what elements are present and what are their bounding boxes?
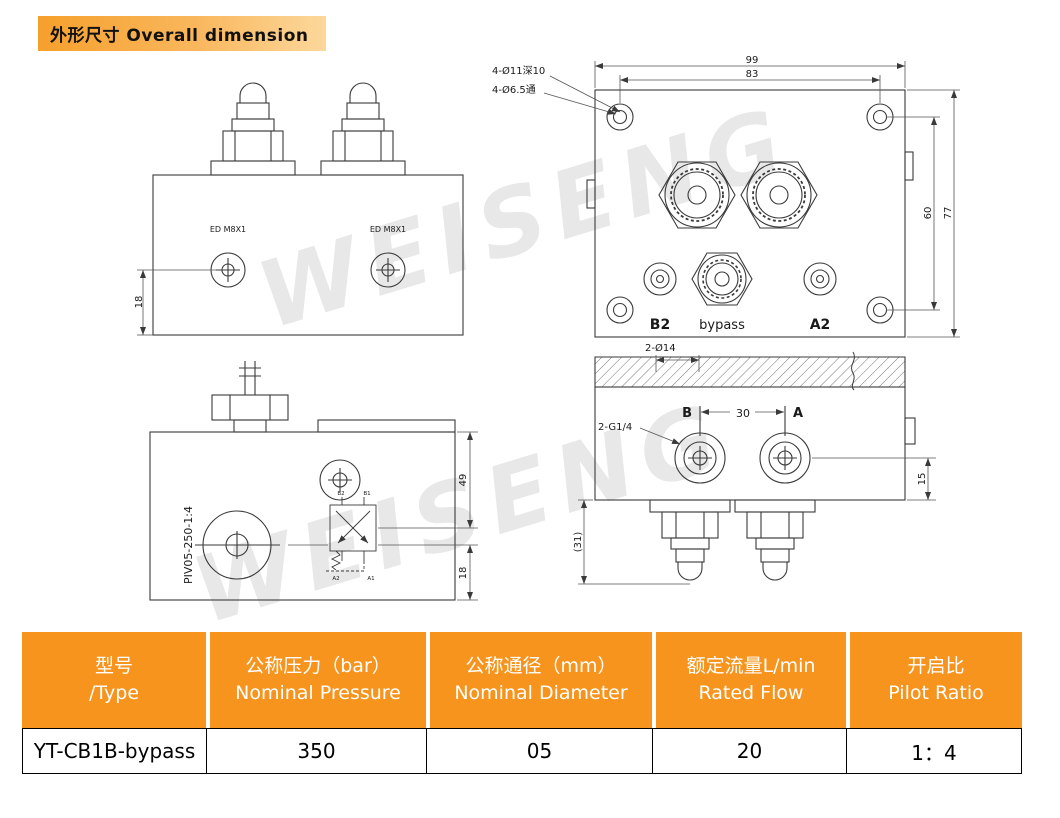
section-title: 外形尺寸 Overall dimension	[38, 16, 327, 51]
section-dim-15-label: 15	[917, 473, 928, 486]
front-dim-18-label: 18	[134, 296, 145, 309]
col-header-type-cn: 型号	[94, 655, 133, 677]
top-view-drawing: 4-Ø11深10 4-Ø6.5通 99 83 77 60 B2 bypass A…	[492, 55, 960, 338]
front-port-label-left: ED M8X1	[210, 225, 246, 234]
side-view-geometry	[149, 361, 456, 601]
top-hole-label-2: 4-Ø6.5通	[492, 84, 536, 96]
top-dim-60-label: 60	[923, 207, 934, 220]
side-dim-18-label: 18	[458, 567, 469, 580]
front-view-dimension-lines	[137, 269, 216, 336]
side-model-label: PIV05-250-1:4	[182, 506, 195, 584]
schematic-port-a1-label: A1	[367, 576, 374, 582]
cell-type: YT-CB1B-bypass	[22, 728, 206, 774]
top-port-a2-label: A2	[810, 317, 831, 333]
section-port-b-label: B	[682, 406, 692, 421]
col-header-type-en: /Type	[88, 682, 140, 704]
col-header-ratio: 开启比 Pilot Ratio	[846, 632, 1022, 728]
col-header-diameter-en: Nominal Diameter	[454, 682, 628, 704]
side-dim-49-label: 49	[458, 474, 469, 487]
section-view-dimension-lines	[578, 355, 936, 585]
cell-diameter: 05	[426, 728, 652, 774]
col-header-flow: 额定流量L/min Rated Flow	[652, 632, 846, 728]
top-view-geometry	[586, 89, 914, 338]
top-view-dimension-lines	[543, 61, 960, 338]
top-port-bypass-label: bypass	[699, 318, 745, 333]
schematic-port-b1-label: B1	[363, 491, 370, 497]
col-header-pressure-cn: 公称压力（bar）	[245, 655, 391, 677]
hydraulic-schematic	[326, 497, 377, 572]
col-header-pressure: 公称压力（bar） Nominal Pressure	[206, 632, 426, 728]
side-view-dimension-lines	[288, 431, 478, 601]
top-dim-77-label: 77	[943, 207, 954, 220]
break-line	[851, 351, 855, 391]
front-view-drawing: 18 ED M8X1 ED M8X1	[134, 82, 464, 336]
col-header-type: 型号 /Type	[22, 632, 206, 728]
col-header-flow-en: Rated Flow	[698, 682, 804, 704]
top-port-b2-label: B2	[650, 317, 670, 333]
section-view-drawing: 2-Ø14 B 30 A 2-G1/4 (31) 15	[573, 342, 936, 585]
schematic-port-b2-label: B2	[337, 491, 344, 497]
section-dim-31-label: (31)	[573, 532, 584, 553]
section-thread-label: 2-G1/4	[598, 422, 632, 433]
section-dim-30-label: 30	[736, 407, 750, 420]
col-header-ratio-cn: 开启比	[907, 655, 965, 677]
section-view-geometry	[594, 386, 916, 581]
cell-flow: 20	[652, 728, 846, 774]
top-dim-99-label: 99	[746, 55, 759, 66]
section-port-a-label: A	[793, 406, 803, 421]
col-header-diameter: 公称通径（mm） Nominal Diameter	[426, 632, 652, 728]
section-dim-2xd14-label: 2-Ø14	[645, 342, 676, 354]
col-header-pressure-en: Nominal Pressure	[235, 682, 401, 704]
front-port-label-right: ED M8X1	[370, 225, 406, 234]
schematic-port-a2-label: A2	[332, 576, 339, 582]
col-header-ratio-en: Pilot Ratio	[888, 682, 984, 704]
top-dim-83-label: 83	[746, 69, 759, 80]
cell-ratio: 1：4	[846, 728, 1022, 774]
col-header-diameter-cn: 公称通径（mm）	[465, 655, 617, 677]
section-hatch-strip	[594, 356, 906, 388]
col-header-flow-cn: 额定流量L/min	[686, 655, 816, 677]
top-hole-label-1: 4-Ø11深10	[492, 65, 545, 77]
spec-table: 型号 /Type 公称压力（bar） Nominal Pressure 公称通径…	[22, 632, 1038, 774]
side-view-drawing: PIV05-250-1:4 49 18 B2 B1 A2 A1	[149, 361, 478, 601]
cell-pressure: 350	[206, 728, 426, 774]
front-view-geometry	[152, 82, 464, 336]
